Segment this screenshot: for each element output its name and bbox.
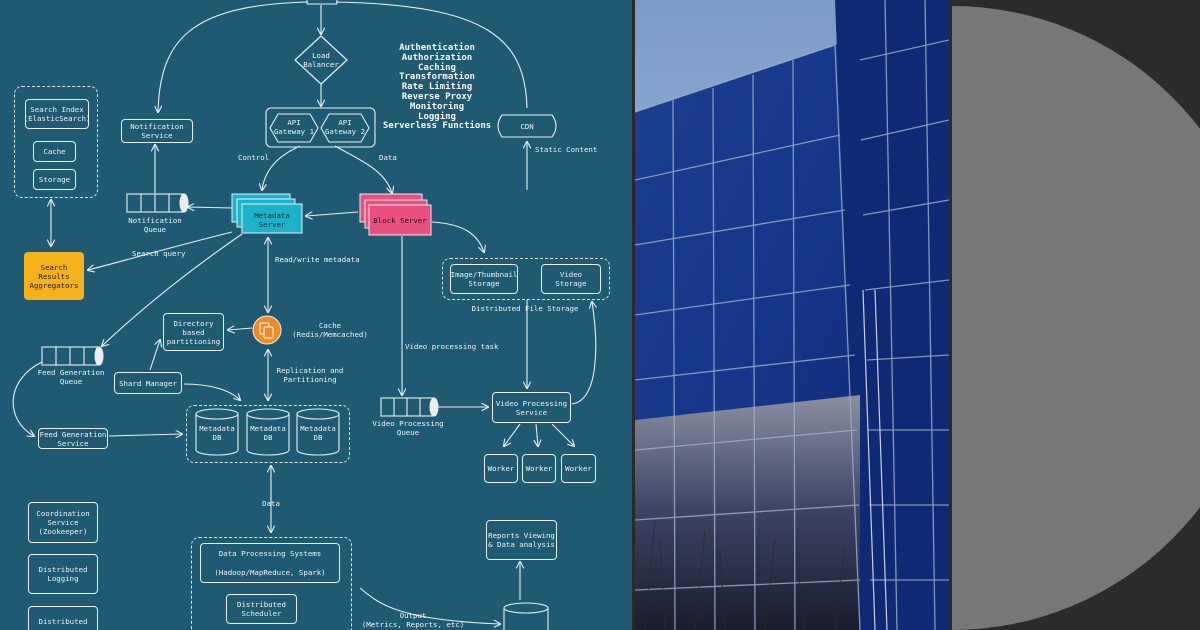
api-gateway-1-label: API Gateway 1 bbox=[273, 118, 315, 136]
notification-queue-label: Notification Queue bbox=[128, 216, 182, 234]
cache-redis-label: Cache (Redis/Memcached) bbox=[292, 321, 368, 339]
gray-circle-shape bbox=[952, 6, 1200, 630]
search-query-label: Search query bbox=[132, 249, 186, 258]
image-thumbnail-storage-node: Image/Thumbnail Storage bbox=[450, 264, 518, 294]
coordination-service-node: Coordination Service (Zookeeper) bbox=[28, 502, 98, 543]
metadata-db-1-label: Metadata DB bbox=[199, 424, 235, 442]
cdn-label: CDN bbox=[520, 122, 534, 131]
metadata-db-3-label: Metadata DB bbox=[300, 424, 336, 442]
output-edge-label: Output (Metrics, Reports, etc) bbox=[361, 611, 465, 629]
distributed-scheduler-node: Distributed Scheduler bbox=[226, 594, 297, 624]
data-processing-title: Data Processing Systems bbox=[218, 549, 322, 558]
static-content-label: Static Content bbox=[535, 145, 598, 154]
feed-generation-service-node: Feed Generation Service bbox=[38, 428, 108, 449]
decorative-circle-panel bbox=[952, 0, 1200, 630]
distributed-logging-node: Distributed Logging bbox=[28, 554, 98, 594]
api-gateway-2-label: API Gateway 2 bbox=[324, 118, 366, 136]
search-storage-group bbox=[14, 86, 98, 198]
metadata-db-2-label: Metadata DB bbox=[250, 424, 286, 442]
block-server-label: Block Server bbox=[373, 216, 427, 225]
notification-queue-shape bbox=[126, 193, 189, 213]
load-balancer-shape bbox=[294, 35, 348, 85]
data-processing-group bbox=[191, 537, 352, 630]
shard-manager-node: Shard Manager bbox=[114, 372, 182, 394]
data-vertical-label: Data bbox=[262, 499, 280, 508]
notification-service-node: Notification Service bbox=[121, 119, 193, 143]
video-task-label: Video processing task bbox=[405, 342, 499, 351]
worker-node-3: Worker bbox=[561, 454, 596, 483]
directory-partitioning-node: Directory based partitioning bbox=[163, 313, 224, 351]
data-edge-label: Data bbox=[379, 153, 397, 162]
feed-queue-shape bbox=[41, 346, 104, 366]
distributed-file-storage-label: Distributed File Storage bbox=[471, 304, 579, 313]
distributed-file-storage-group bbox=[442, 258, 610, 300]
reports-viewing-node: Reports Viewing & Data analysis bbox=[486, 520, 557, 560]
data-processing-systems-node: Data Processing Systems (Hadoop/MapReduc… bbox=[200, 543, 340, 583]
metadata-server-label: Metadata Server bbox=[254, 211, 290, 229]
replication-label: Replication and Partitioning bbox=[276, 366, 344, 384]
building-illustration bbox=[635, 0, 949, 630]
video-processing-service-node: Video Processing Service bbox=[492, 392, 571, 423]
block-server-shape bbox=[368, 204, 432, 236]
worker-node-1: Worker bbox=[484, 454, 518, 483]
edge-client-cdn bbox=[335, 1, 528, 109]
worker-node-2: Worker bbox=[522, 454, 556, 483]
edge-client-notification bbox=[158, 1, 309, 112]
search-index-node: Search Index (ElasticSearch) bbox=[24, 99, 90, 129]
hadoop-spark-label: (Hadoop/MapReduce, Spark) bbox=[214, 568, 326, 577]
metadata-server-shape bbox=[241, 203, 303, 234]
search-results-aggregators-node: Search Results Aggregators bbox=[24, 252, 84, 300]
video-queue-shape bbox=[380, 397, 439, 417]
gateway-features-list: Authentication Authorization Caching Tra… bbox=[382, 43, 492, 132]
control-edge-label: Control bbox=[238, 153, 270, 162]
system-architecture-diagram: Load Balancer API Gateway 1 API Gateway … bbox=[0, 0, 632, 630]
read-write-metadata-label: Read/write metadata bbox=[275, 255, 360, 264]
metadata-db-group bbox=[186, 405, 350, 463]
video-queue-label: Video Processing Queue bbox=[372, 419, 444, 437]
distributed-bottom-node: Distributed bbox=[28, 606, 98, 630]
storage-node: Storage bbox=[33, 169, 76, 190]
load-balancer-label: Load Balancer bbox=[303, 51, 339, 69]
building-photo bbox=[635, 0, 949, 630]
cache-node: Cache bbox=[33, 141, 76, 162]
diagram-connectors bbox=[12, 0, 632, 630]
feed-queue-label: Feed Generation Queue bbox=[37, 368, 105, 386]
video-storage-node: Video Storage bbox=[541, 264, 601, 294]
